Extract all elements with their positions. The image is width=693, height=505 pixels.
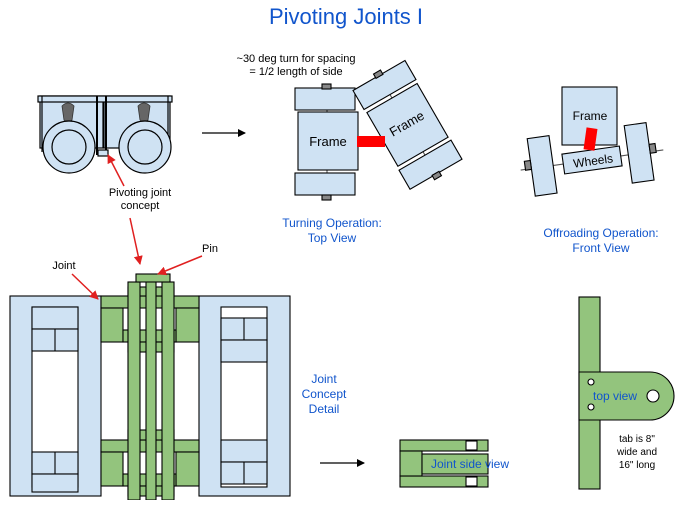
joint-side-view bbox=[399, 439, 489, 488]
pin-arrow bbox=[157, 255, 203, 276]
joint-label: Joint bbox=[52, 260, 75, 272]
offroad-caption-2: Front View bbox=[572, 241, 629, 255]
red-arrow-to-vehicle bbox=[107, 154, 125, 187]
turning-top-view bbox=[294, 59, 463, 201]
tab-top-view bbox=[578, 296, 675, 490]
offroad-front-view bbox=[520, 86, 664, 197]
offroad-caption-1: Offroading Operation: bbox=[543, 226, 658, 240]
turning-caption-2: Top View bbox=[308, 231, 357, 245]
vehicle-side-view bbox=[37, 95, 173, 174]
tab-note-3: 16" long bbox=[619, 460, 655, 471]
joint-detail bbox=[9, 273, 291, 501]
frame-label-front: Frame bbox=[573, 109, 608, 123]
spacing-note-1: ~30 deg turn for spacing bbox=[237, 53, 356, 65]
joint-arrow bbox=[71, 273, 99, 300]
spacing-note-2: = 1/2 length of side bbox=[249, 66, 342, 78]
turning-caption-1: Turning Operation: bbox=[282, 216, 382, 230]
wheels-label: Wheels bbox=[572, 151, 614, 170]
pin-label: Pin bbox=[202, 243, 218, 255]
detail-caption-3: Detail bbox=[309, 402, 340, 416]
detail-caption-2: Concept bbox=[302, 387, 347, 401]
page-title: Pivoting Joints I bbox=[269, 4, 423, 29]
pivot-concept-label-1: Pivoting joint bbox=[109, 187, 171, 199]
tab-note-2: wide and bbox=[616, 447, 657, 458]
frame-label-left: Frame bbox=[309, 134, 347, 149]
red-arrow-to-detail bbox=[129, 217, 143, 265]
pivot-concept-label-2: concept bbox=[121, 200, 160, 212]
detail-caption-1: Joint bbox=[311, 372, 337, 386]
joint-side-view-label: Joint side view bbox=[431, 457, 509, 471]
top-view-label: top view bbox=[593, 389, 637, 403]
tab-note-1: tab is 8" bbox=[619, 434, 655, 445]
